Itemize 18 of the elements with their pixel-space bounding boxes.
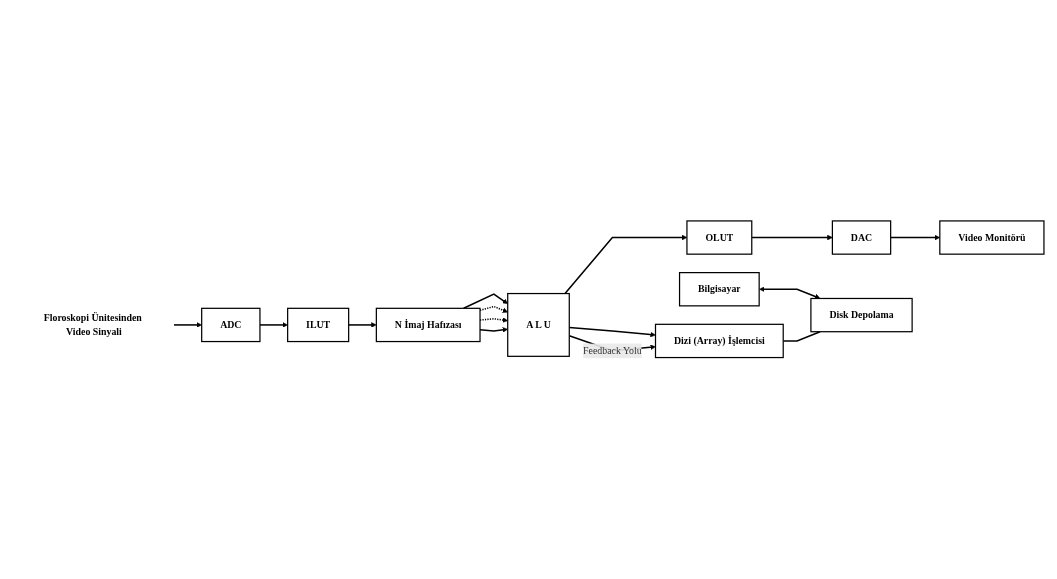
node-box: ILUT bbox=[286, 307, 349, 343]
connector bbox=[782, 330, 821, 342]
node-box: ADC bbox=[200, 307, 261, 343]
node-box: DAC bbox=[831, 220, 891, 255]
edge-label: Feedback Yolu bbox=[582, 345, 642, 356]
node-box: Bilgisayar bbox=[678, 271, 760, 307]
node-box: N İmaj Hafızası bbox=[375, 307, 481, 343]
arrow bbox=[758, 286, 820, 300]
arrow bbox=[563, 234, 687, 295]
arrow bbox=[172, 322, 202, 328]
arrow bbox=[568, 326, 656, 338]
node-box: Disk Depolama bbox=[809, 297, 913, 333]
node-box: Video Monitörü bbox=[938, 220, 1045, 255]
node-box: A L U bbox=[506, 292, 570, 357]
node-box: OLUT bbox=[685, 220, 752, 255]
node-text: Floroskopi Ünitesinden Video Sinyali bbox=[43, 311, 142, 338]
node-box: Dizi (Array) İşlemcisi bbox=[654, 323, 784, 359]
arrow bbox=[462, 293, 508, 310]
